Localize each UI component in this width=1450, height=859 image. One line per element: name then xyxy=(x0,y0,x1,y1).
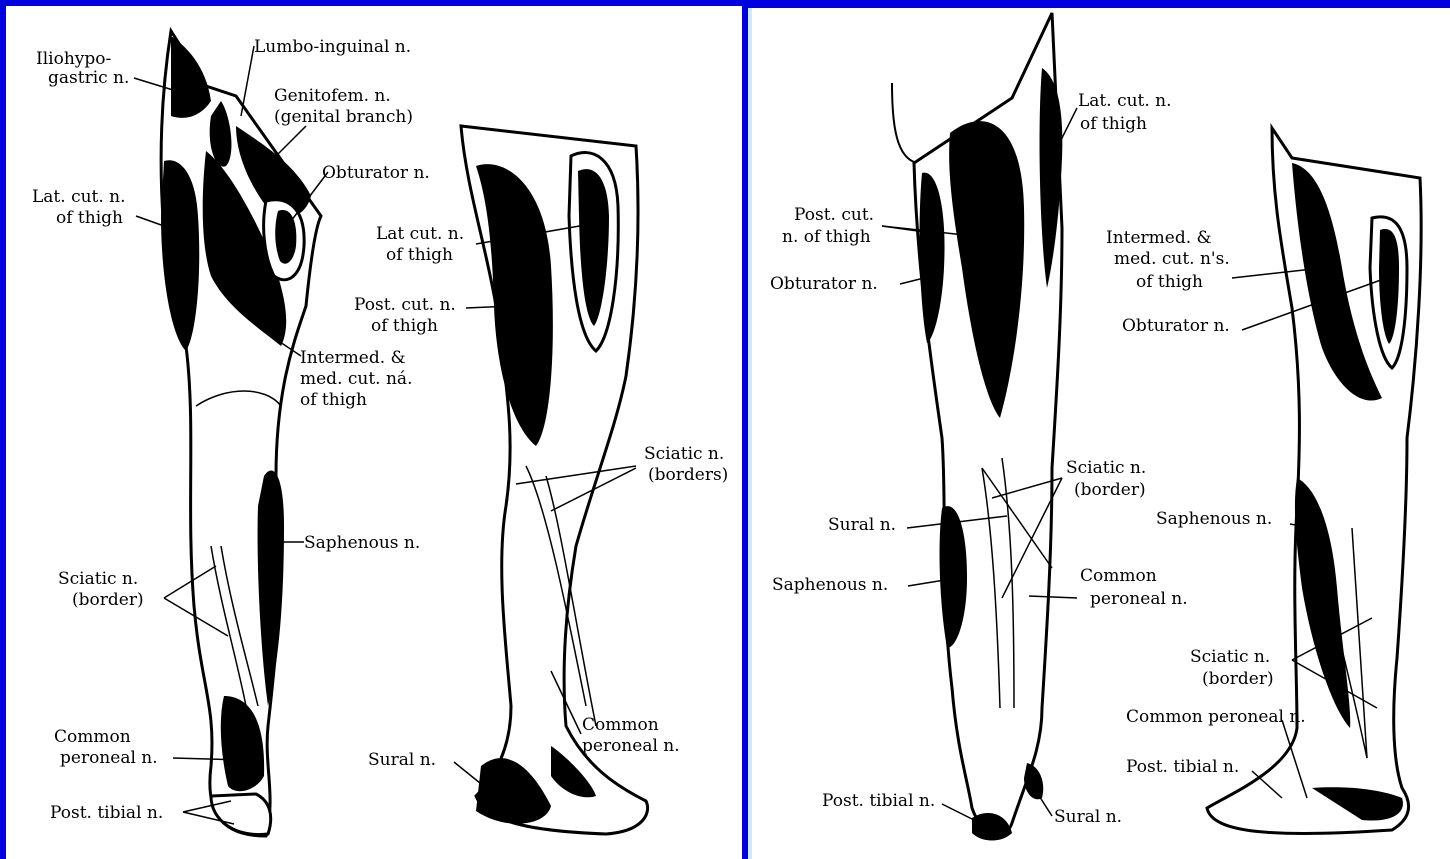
label-sciatic-border-1: Sciatic n. xyxy=(58,569,138,589)
label-r-sciatic-border-2: (border) xyxy=(1074,480,1146,500)
label-sciatic-borders-1: Sciatic n. xyxy=(644,444,724,464)
label-r-lat-cut-2: of thigh xyxy=(1080,114,1147,134)
label-r-sural-lower: Sural n. xyxy=(1054,807,1122,827)
label-common-peroneal-back-2: peroneal n. xyxy=(582,736,680,756)
label-r-sciatic-border-1: Sciatic n. xyxy=(1066,458,1146,478)
label-intermed-2: med. cut. ná. xyxy=(300,369,412,389)
left-panel: Iliohypo- gastric n. Lumbo-inguinal n. G… xyxy=(6,6,742,859)
label-iliohypogastric-2: gastric n. xyxy=(48,68,129,88)
label-genitofem-2: (genital branch) xyxy=(274,107,413,127)
label-r-common-peroneal-1: Common xyxy=(1080,566,1157,586)
right-panel: Lat. cut. n. of thigh Post. cut. n. of t… xyxy=(748,8,1450,859)
label-r-obturator-left: Obturator n. xyxy=(770,274,878,294)
label-r-intermed-1: Intermed. & xyxy=(1106,228,1212,248)
label-r-common-peroneal-2: peroneal n. xyxy=(1090,589,1188,609)
label-genitofem-1: Genitofem. n. xyxy=(274,86,391,106)
label-saphenous: Saphenous n. xyxy=(304,533,420,553)
label-sural: Sural n. xyxy=(368,750,436,770)
label-r-common-peroneal-r: Common peroneal n. xyxy=(1126,707,1306,727)
label-obturator: Obturator n. xyxy=(322,163,430,183)
label-post-cut-2: of thigh xyxy=(371,316,438,336)
label-r-saphenous-left: Saphenous n. xyxy=(772,575,888,595)
label-post-cut-1: Post. cut. n. xyxy=(354,295,456,315)
label-r-post-tibial-l: Post. tibial n. xyxy=(822,791,935,811)
label-r-lat-cut-1: Lat. cut. n. xyxy=(1078,91,1172,111)
label-r-sciatic-border-r-1: Sciatic n. xyxy=(1190,647,1270,667)
label-intermed-1: Intermed. & xyxy=(300,348,406,368)
label-r-sural-upper: Sural n. xyxy=(828,515,896,535)
label-lat-cut-front-2: of thigh xyxy=(56,208,123,228)
label-common-peroneal-back-1: Common xyxy=(582,715,659,735)
label-lat-cut-back-1: Lat cut. n. xyxy=(376,224,464,244)
anterior-leg-right xyxy=(1207,128,1421,834)
label-lumbo-inguinal: Lumbo-inguinal n. xyxy=(254,37,411,57)
label-lat-cut-back-2: of thigh xyxy=(386,245,453,265)
label-intermed-3: of thigh xyxy=(300,390,367,410)
anterior-leg-left xyxy=(161,31,321,836)
label-iliohypogastric-1: Iliohypo- xyxy=(36,49,111,69)
posterior-leg-right xyxy=(892,13,1062,841)
label-r-intermed-2: med. cut. n's. xyxy=(1114,249,1230,269)
label-r-post-tibial-r: Post. tibial n. xyxy=(1126,757,1239,777)
label-r-intermed-3: of thigh xyxy=(1136,272,1203,292)
label-lat-cut-front-1: Lat. cut. n. xyxy=(32,187,126,207)
label-post-tibial: Post. tibial n. xyxy=(50,803,163,823)
label-r-sciatic-border-r-2: (border) xyxy=(1202,669,1274,689)
label-sciatic-borders-2: (borders) xyxy=(648,465,728,485)
label-sciatic-border-2: (border) xyxy=(72,590,144,610)
right-diagram: Lat. cut. n. of thigh Post. cut. n. of t… xyxy=(752,8,1450,859)
label-common-peroneal-front-1: Common xyxy=(54,727,131,747)
left-diagram: Iliohypo- gastric n. Lumbo-inguinal n. G… xyxy=(6,6,742,859)
label-common-peroneal-front-2: peroneal n. xyxy=(60,748,158,768)
label-r-saphenous-right: Saphenous n. xyxy=(1156,509,1272,529)
label-r-post-cut-1: Post. cut. xyxy=(794,205,874,225)
label-r-post-cut-2: n. of thigh xyxy=(782,227,871,247)
label-r-obturator-right: Obturator n. xyxy=(1122,316,1230,336)
